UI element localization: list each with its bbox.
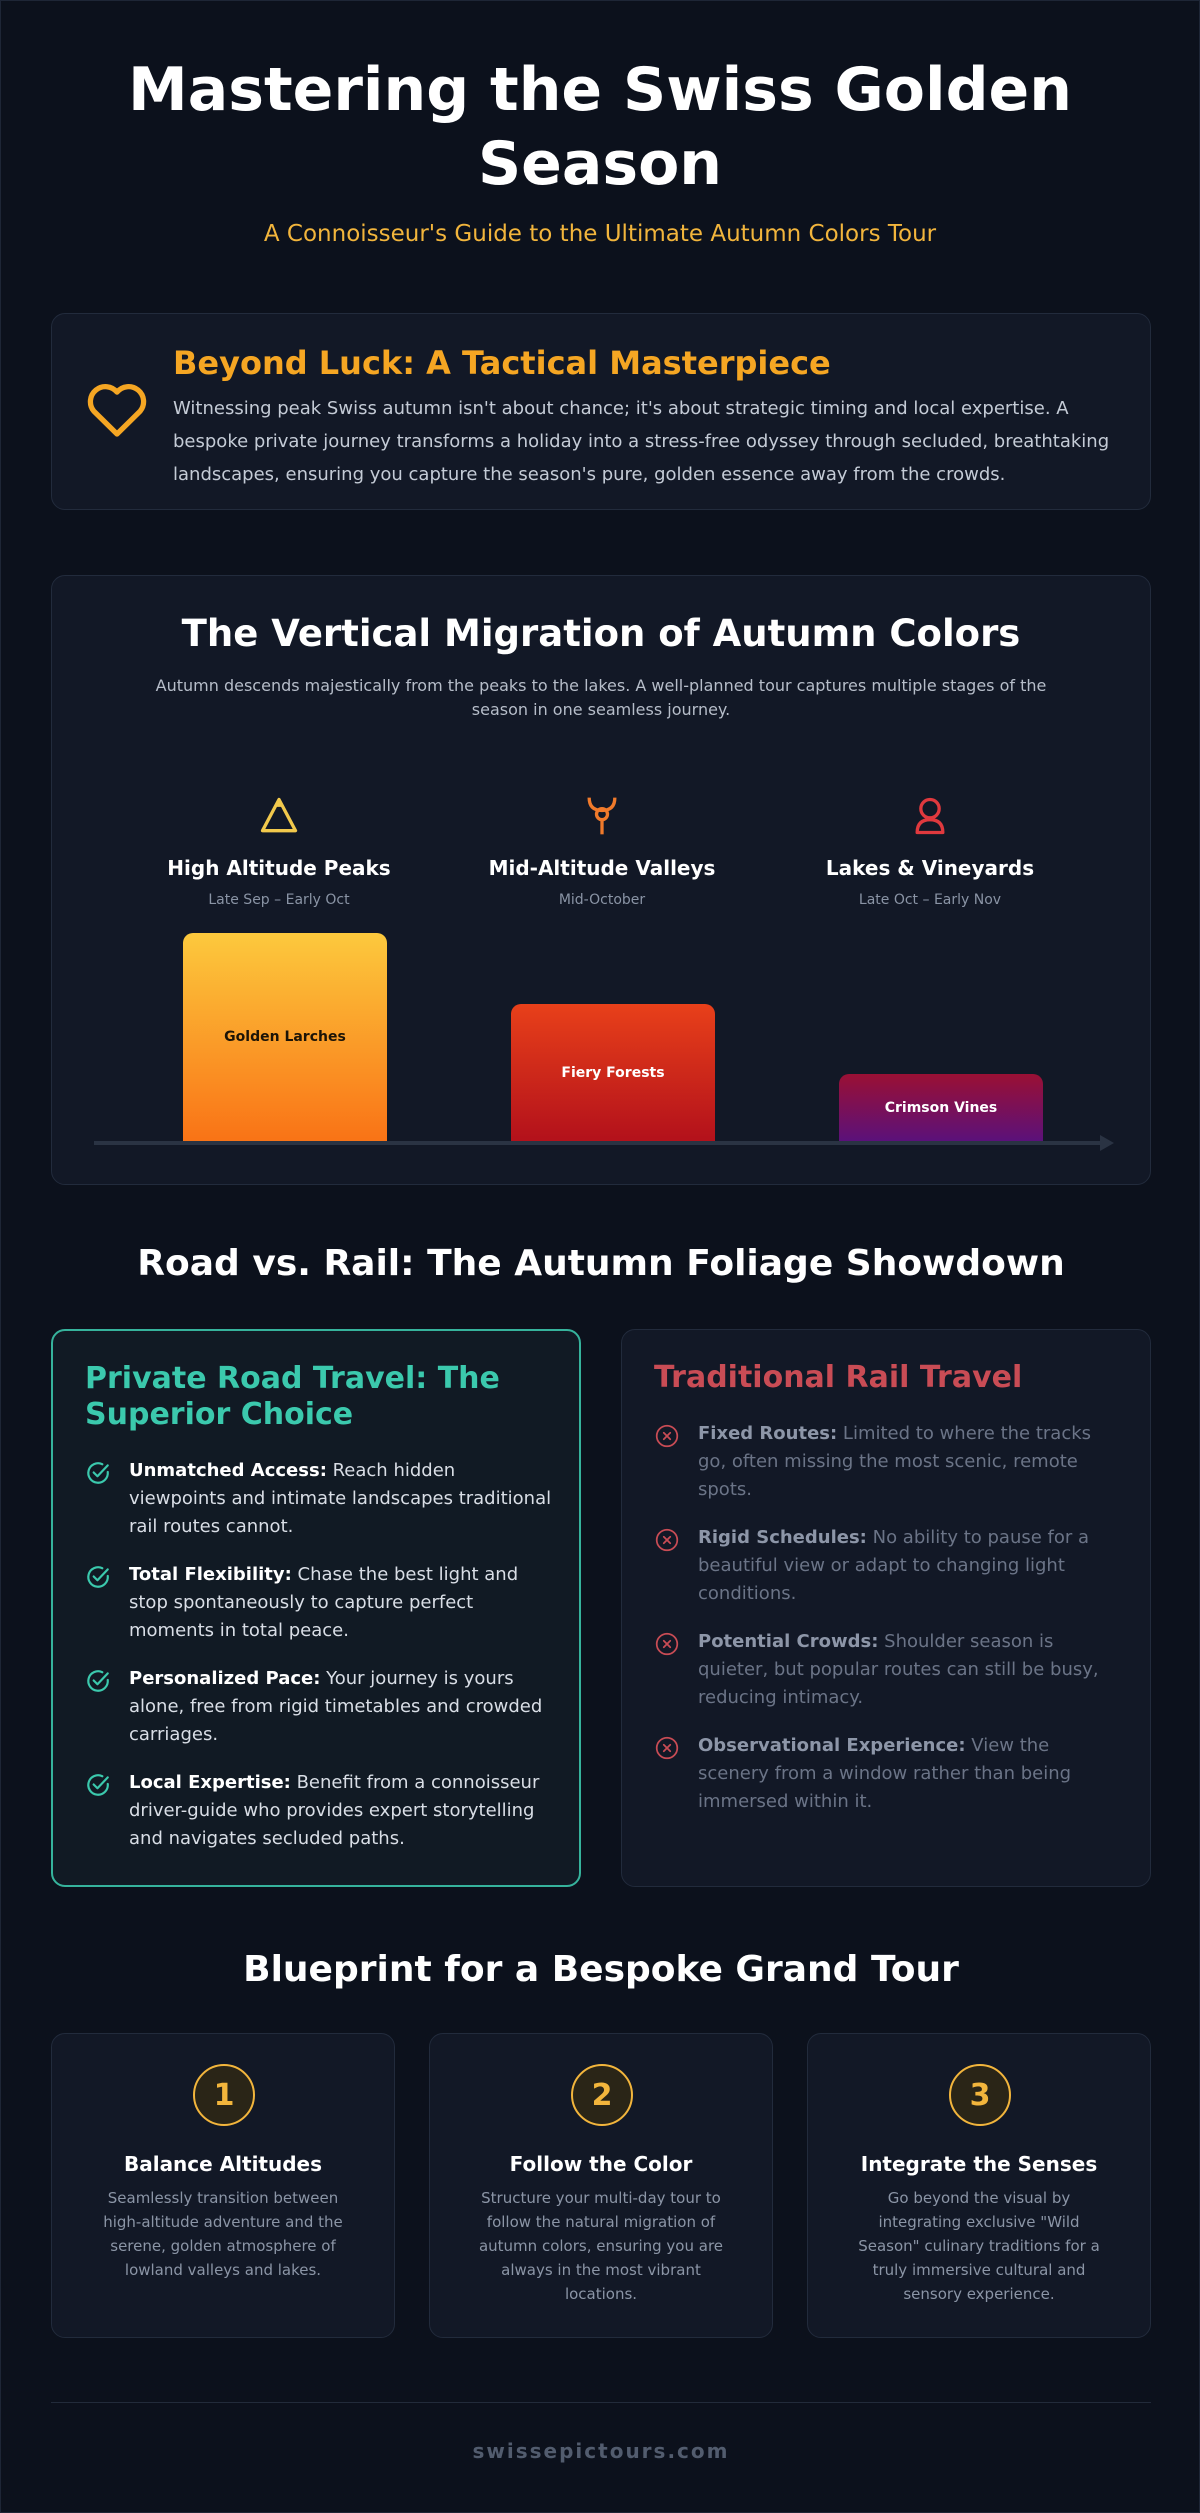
rail-item: Observational Experience: View the scene… [654,1732,1124,1816]
hero: Mastering the Swiss Golden Season A Conn… [1,1,1199,247]
x-circle-icon [655,1736,679,1760]
check-circle-icon [87,1462,109,1484]
timeline-axis [94,1141,1102,1145]
intro-text: Witnessing peak Swiss autumn isn't about… [173,398,1110,485]
page-subtitle: A Connoisseur's Guide to the Ultimate Au… [263,221,937,247]
rail-item: Potential Crowds: Shoulder season is qui… [654,1628,1124,1712]
road-item: Total Flexibility: Chase the best light … [85,1561,555,1645]
x-circle-icon [655,1424,679,1448]
intro-title: Beyond Luck: A Tactical Masterpiece [173,344,831,382]
step-number-badge: 3 [949,2064,1011,2126]
step-number-badge: 2 [571,2064,633,2126]
stage-mid-altitude: Mid-Altitude Valleys Mid-October [452,794,752,908]
road-title: Private Road Travel: The Superior Choice [85,1361,500,1432]
x-circle-icon [655,1632,679,1656]
migration-title: The Vertical Migration of Autumn Colors [181,612,1021,655]
road-item: Personalized Pace: Your journey is yours… [85,1665,555,1749]
migration-card: The Vertical Migration of Autumn Colors … [51,575,1151,1185]
stage-name: Lakes & Vineyards [825,856,1035,880]
footer-divider [51,2402,1151,2403]
step-title: Integrate the Senses [860,2152,1098,2176]
bar-crimson-vines: Crimson Vines [839,1074,1043,1141]
heart-icon [87,384,147,437]
step-card: 1 Balance Altitudes Seamlessly transitio… [51,2033,395,2338]
timeline-arrow-icon [1100,1135,1114,1151]
comparison-title: Road vs. Rail: The Autumn Foliage Showdo… [137,1243,1065,1284]
step-text: Seamlessly transition between high-altit… [103,2189,343,2279]
bar-fiery-forests: Fiery Forests [511,1004,715,1141]
step-text: Go beyond the visual by integrating excl… [858,2189,1100,2303]
rail-travel-card: Traditional Rail Travel Fixed Routes: Li… [621,1329,1151,1887]
road-item: Local Expertise: Benefit from a connoiss… [85,1769,555,1853]
migration-text: Autumn descends majestically from the pe… [155,676,1047,719]
bar-golden-larches: Golden Larches [183,933,387,1141]
step-title: Follow the Color [509,2152,693,2176]
stage-time: Late Sep – Early Oct [208,892,350,908]
check-circle-icon [87,1566,109,1588]
footer-site[interactable]: swissepictours.com [472,2439,730,2463]
vineyard-icon [915,797,945,835]
stage-high-altitude: High Altitude Peaks Late Sep – Early Oct [129,794,429,908]
rail-item: Rigid Schedules: No ability to pause for… [654,1524,1124,1608]
step-text: Structure your multi-day tour to follow … [478,2189,724,2303]
intro-card: Beyond Luck: A Tactical Masterpiece Witn… [51,313,1151,510]
step-number-badge: 1 [193,2064,255,2126]
rail-item: Fixed Routes: Limited to where the track… [654,1420,1124,1504]
rail-title: Traditional Rail Travel [654,1360,1023,1395]
valley-tree-icon [587,797,617,835]
stage-name: Mid-Altitude Valleys [488,856,716,880]
check-circle-icon [87,1670,109,1692]
stage-time: Late Oct – Early Nov [858,892,1002,908]
road-travel-card: Private Road Travel: The Superior Choice… [51,1329,581,1887]
road-item: Unmatched Access: Reach hidden viewpoint… [85,1457,555,1541]
x-circle-icon [655,1528,679,1552]
stage-name: High Altitude Peaks [167,856,391,880]
stage-lakes: Lakes & Vineyards Late Oct – Early Nov [780,794,1080,908]
page-title: Mastering the Swiss Golden Season [128,55,1072,199]
stage-time: Mid-October [558,892,646,908]
blueprint-title: Blueprint for a Bespoke Grand Tour [243,1949,959,1990]
step-card: 3 Integrate the Senses Go beyond the vis… [807,2033,1151,2338]
step-card: 2 Follow the Color Structure your multi-… [429,2033,773,2338]
check-circle-icon [87,1774,109,1796]
step-title: Balance Altitudes [123,2152,323,2176]
mountain-icon [260,797,298,833]
